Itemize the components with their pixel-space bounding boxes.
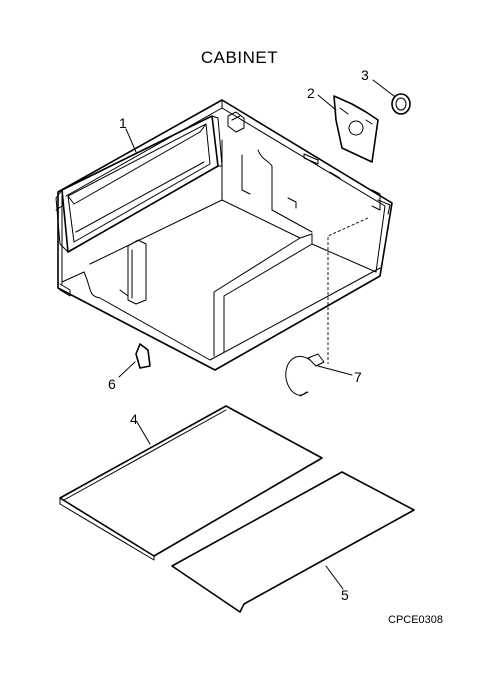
callout-2: 2 bbox=[307, 85, 315, 101]
part-1-duct bbox=[55, 115, 223, 253]
leader-lines bbox=[118, 79, 395, 590]
part-5-panel bbox=[171, 471, 415, 613]
inner-bracket bbox=[119, 239, 147, 305]
part-4-panel bbox=[59, 405, 323, 561]
part-2-plate bbox=[333, 95, 379, 163]
part-6-clip bbox=[135, 343, 151, 369]
cabinet-body bbox=[57, 99, 393, 371]
callout-3: 3 bbox=[361, 67, 369, 83]
callout-7: 7 bbox=[354, 369, 362, 385]
callout-4: 4 bbox=[130, 411, 138, 427]
callout-6: 6 bbox=[108, 376, 116, 392]
callout-5: 5 bbox=[341, 587, 349, 603]
diagram-title: CABINET bbox=[200, 48, 279, 67]
part-3-grommet bbox=[391, 93, 411, 115]
callout-1: 1 bbox=[119, 115, 127, 131]
part-7-wire bbox=[285, 353, 325, 397]
drawing-code: CPCE0308 bbox=[388, 614, 444, 626]
